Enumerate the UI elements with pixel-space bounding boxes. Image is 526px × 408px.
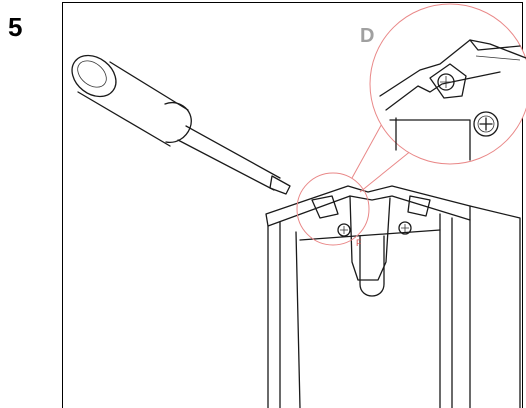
step-number: 5: [8, 12, 23, 42]
screw-icon: [437, 73, 455, 91]
mark-label: F: [356, 238, 362, 248]
cabinet-illustration: [265, 185, 521, 408]
phillips-screw-head-icon: [337, 221, 412, 237]
instruction-panel: [62, 2, 523, 408]
phillips-screw-head-icon: [473, 111, 499, 137]
detail-label: D: [360, 25, 374, 47]
screwdriver-icon: [71, 54, 291, 195]
detail-view: [379, 39, 526, 161]
